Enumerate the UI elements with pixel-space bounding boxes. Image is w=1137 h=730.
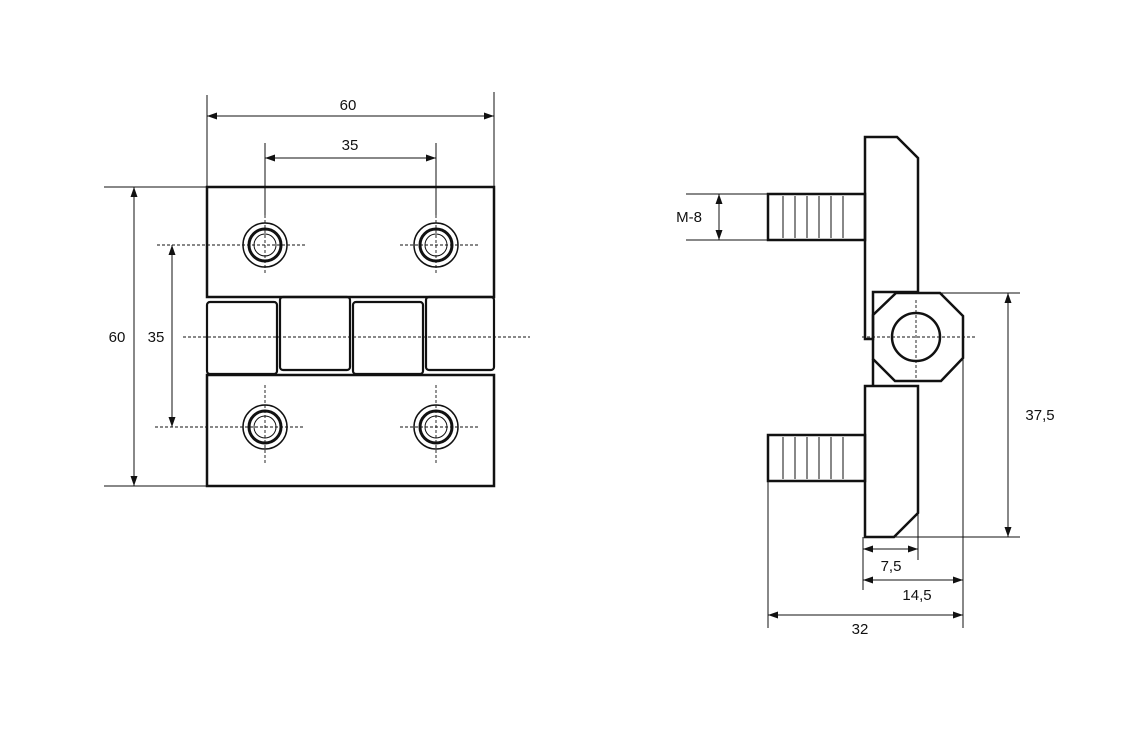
knuckles [205, 295, 496, 376]
label-hole-spacing-vertical: 35 [148, 329, 165, 346]
dimension-lines [130, 112, 494, 486]
bottom-leaf [205, 373, 496, 488]
label-leaf-thickness: 7,5 [881, 558, 902, 575]
hinge-front-view [104, 92, 530, 488]
label-thread: M-8 [676, 209, 702, 226]
knuckle-4 [424, 295, 496, 372]
center-lines [155, 215, 530, 465]
label-overall-height: 60 [109, 329, 126, 346]
side-center-lines [862, 300, 975, 380]
side-extension-lines [686, 193, 1020, 628]
knuckle-3 [351, 300, 425, 376]
top-leaf [205, 185, 496, 299]
label-pivot-offset: 14,5 [902, 587, 931, 604]
label-overall-width: 60 [340, 97, 357, 114]
label-hole-spacing-horizontal: 35 [342, 137, 359, 154]
knuckle-1 [205, 300, 279, 376]
hinge-side-view [686, 135, 1020, 628]
upper-leaf-profile [863, 135, 920, 341]
upper-threaded-bolt [766, 192, 867, 242]
lower-threaded-bolt [766, 433, 867, 483]
side-dimension-lines [715, 194, 1012, 619]
label-overall-depth: 32 [852, 621, 869, 638]
lower-leaf-profile [863, 384, 920, 539]
label-pivot-height: 37,5 [1025, 407, 1054, 424]
knuckle-2 [278, 295, 352, 372]
